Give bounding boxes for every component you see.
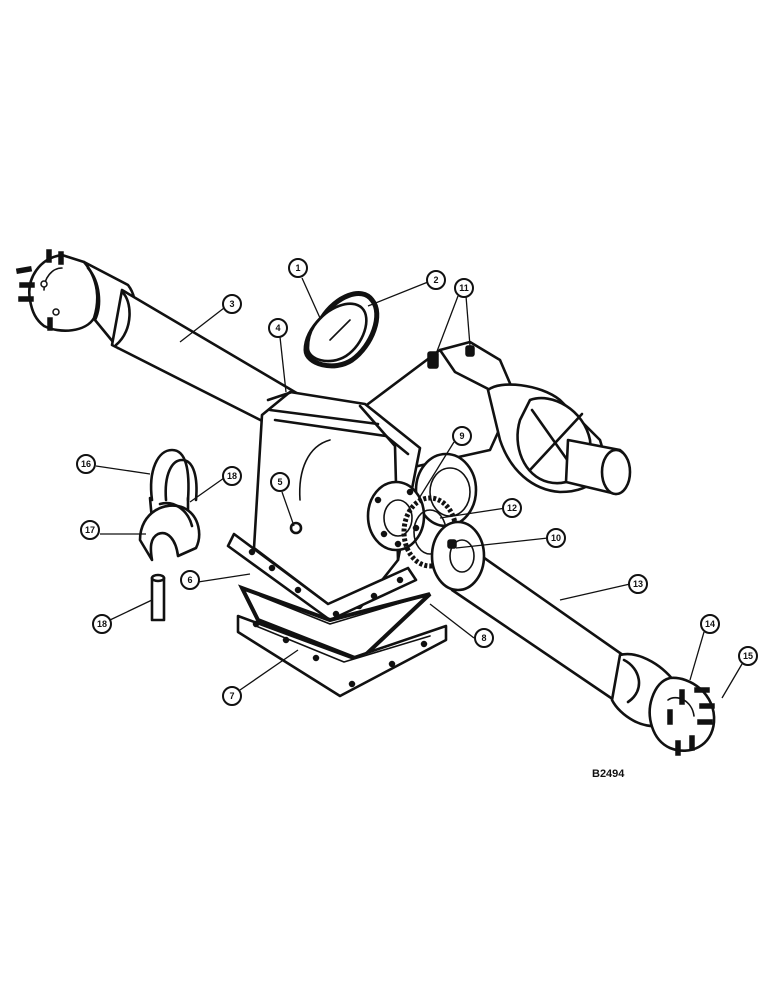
callout-18-upper: 18 [222,466,242,486]
callout-6: 6 [180,570,200,590]
callout-4-label: 4 [275,323,280,333]
callout-18-lower-label: 18 [97,619,107,629]
callout-11: 11 [454,278,474,298]
callout-3: 3 [222,294,242,314]
callout-1: 1 [288,258,308,278]
callout-14-label: 14 [705,619,715,629]
callout-2-label: 2 [433,275,438,285]
callout-18-lower: 18 [92,614,112,634]
wheel-studs [667,687,715,756]
bottom-gasket [237,584,432,663]
callout-12: 12 [502,498,522,518]
dowel-pin [150,573,166,622]
callout-16: 16 [76,454,96,474]
leader-lines [95,277,743,699]
callout-17-label: 17 [85,525,95,535]
callout-16-label: 16 [81,459,91,469]
callout-5: 5 [270,472,290,492]
figure-code: B2494 [592,768,625,780]
callout-14: 14 [700,614,720,634]
top-cover [306,302,368,363]
callout-11-label: 11 [459,283,469,293]
callout-4: 4 [268,318,288,338]
callout-12-label: 12 [507,503,517,513]
callout-6-label: 6 [187,575,192,585]
callout-10-label: 10 [551,533,561,543]
bottom-cover-plate [236,614,448,698]
top-cover-gasket [303,291,380,369]
callout-3-label: 3 [229,299,234,309]
callout-17: 17 [80,520,100,540]
right-axle-housing [450,546,678,728]
callout-13: 13 [628,574,648,594]
callout-9-label: 9 [459,431,464,441]
right-hub-flange [648,676,716,756]
callout-8: 8 [474,628,494,648]
left-axle-housing [15,249,302,432]
callout-2: 2 [426,270,446,290]
callout-15-label: 15 [743,651,753,661]
callout-18-upper-label: 18 [227,471,237,481]
callout-10: 10 [546,528,566,548]
callout-5-label: 5 [277,477,282,487]
callout-1-label: 1 [295,263,300,273]
callout-15: 15 [738,646,758,666]
saddle-clamp [138,501,201,562]
callout-9: 9 [452,426,472,446]
callout-8-label: 8 [481,633,486,643]
callout-13-label: 13 [633,579,643,589]
callout-7-label: 7 [229,691,234,701]
axle-flange [430,520,486,592]
callout-7: 7 [222,686,242,706]
